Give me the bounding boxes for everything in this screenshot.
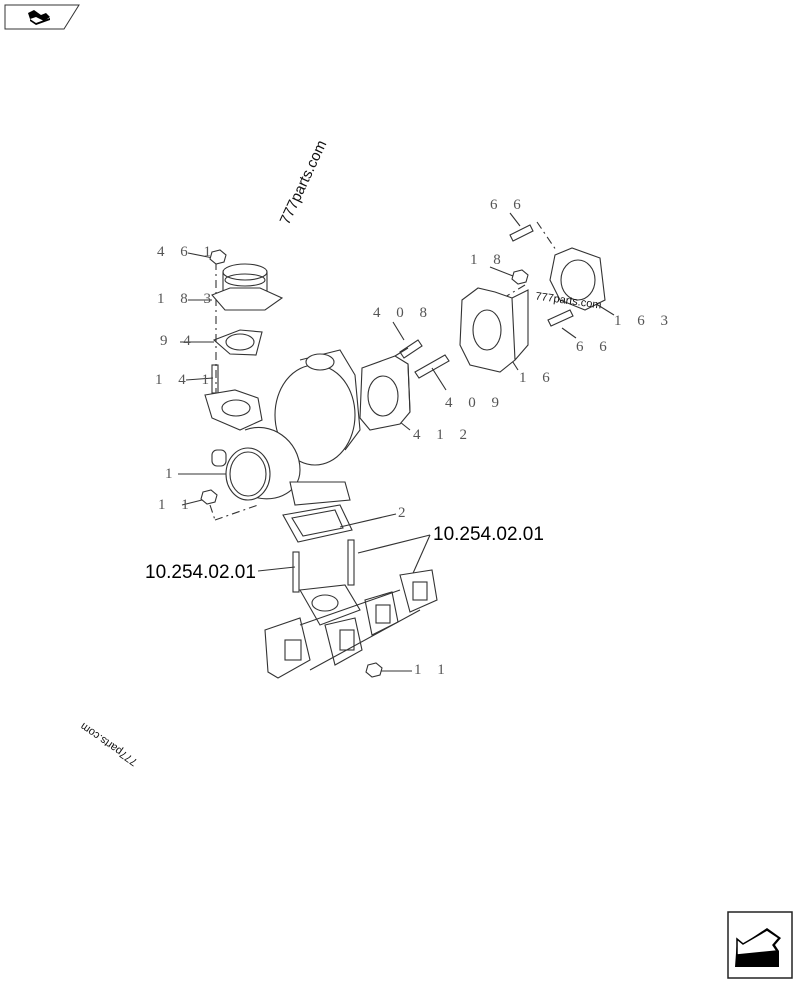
callout-11-top: 1 1 <box>158 497 195 513</box>
callout-461: 4 6 1 <box>157 244 217 260</box>
back-nav-button[interactable] <box>4 4 80 30</box>
callout-141: 1 4 1 <box>155 372 215 388</box>
reference-link-right[interactable]: 10.254.02.01 <box>433 524 544 545</box>
callout-409: 4 0 9 <box>445 395 505 411</box>
callout-412: 4 1 2 <box>413 427 473 443</box>
reference-link-left[interactable]: 10.254.02.01 <box>145 562 256 583</box>
callout-11-bottom: 1 1 <box>414 662 451 678</box>
leader-lines <box>178 212 615 672</box>
callout-66-top: 6 6 <box>490 197 527 213</box>
book-arrow-icon <box>4 4 80 30</box>
callout-183: 1 8 3 <box>157 291 217 307</box>
callout-18: 1 8 <box>470 252 507 268</box>
callout-66-bottom: 6 6 <box>576 339 613 355</box>
callout-1: 1 <box>165 466 179 482</box>
callout-94: 9 4 <box>160 333 197 349</box>
callout-408: 4 0 8 <box>373 305 433 321</box>
next-nav-button[interactable] <box>727 911 793 979</box>
arrow-down-left-icon <box>727 911 793 979</box>
callout-2: 2 <box>398 505 412 521</box>
callout-16: 1 6 <box>519 370 556 386</box>
callout-163: 1 6 3 <box>614 313 674 329</box>
